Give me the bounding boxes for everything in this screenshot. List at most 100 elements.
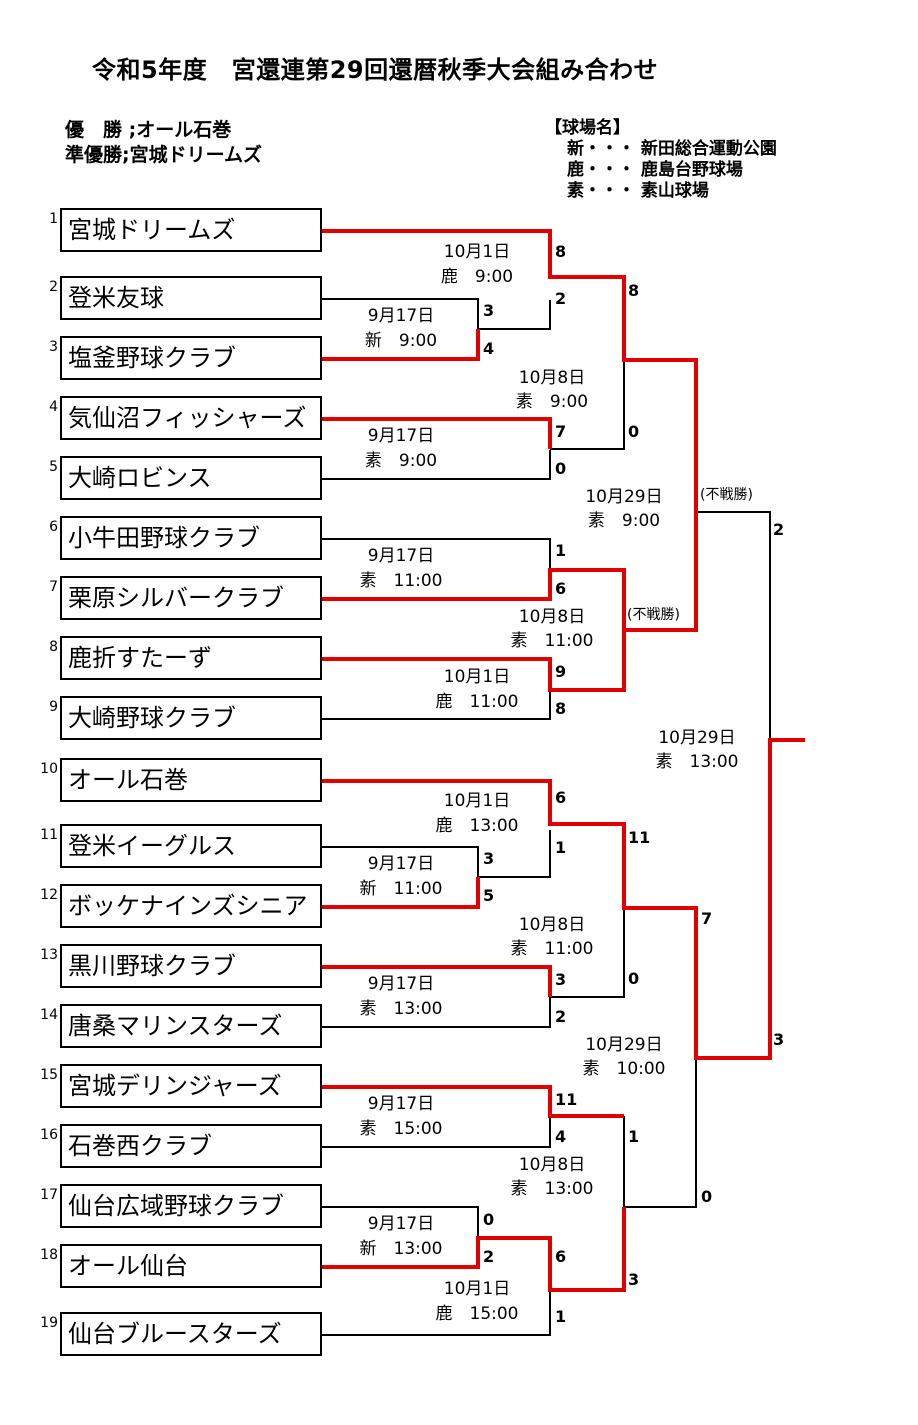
- score: 8: [555, 699, 566, 718]
- score: 3: [628, 1270, 639, 1289]
- runner-up-line: 準優勝;宮城ドリームズ: [65, 144, 263, 166]
- team-box: 塩釜野球クラブ: [60, 336, 322, 380]
- match-date: 9月17日: [368, 1214, 434, 1234]
- score: 2: [483, 1247, 494, 1266]
- venue-heading: 【球場名】: [545, 118, 630, 138]
- team-box: 栗原シルバークラブ: [60, 576, 322, 620]
- match-date: 10月1日: [444, 242, 510, 262]
- team-box: オール石巻: [60, 758, 322, 802]
- seed-number: 4: [49, 399, 58, 415]
- seed-number: 5: [49, 459, 58, 475]
- match-time: 素 13:00: [656, 752, 739, 772]
- match-time: 素 9:00: [516, 392, 588, 412]
- results-summary: 優 勝 ;オール石巻 準優勝;宮城ドリームズ: [65, 118, 262, 168]
- venue-legend: 【球場名】 新・・・ 新田総合運動公園 鹿・・・ 鹿島台野球場 素・・・ 素山球…: [545, 118, 777, 202]
- bracket-black-lines: [322, 298, 771, 1336]
- team-box: 石巻西クラブ: [60, 1124, 322, 1168]
- score: 0: [628, 422, 639, 441]
- seed-number: 9: [49, 699, 58, 715]
- match-time: 鹿 9:00: [441, 267, 513, 287]
- score: 1: [555, 541, 566, 560]
- match-date: 10月1日: [444, 1279, 510, 1299]
- score: 7: [555, 422, 566, 441]
- seed-number: 1: [49, 211, 58, 227]
- seed-number: 2: [49, 279, 58, 295]
- seed-number: 6: [49, 519, 58, 535]
- score: 0: [555, 459, 566, 478]
- bracket-red-lines: [322, 229, 805, 1292]
- score: 6: [555, 1247, 566, 1266]
- walkover-note: (不戦勝): [700, 487, 753, 503]
- team-box: 気仙沼フィッシャーズ: [60, 396, 322, 440]
- walkover-note: (不戦勝): [627, 607, 680, 623]
- match-date: 10月1日: [444, 791, 510, 811]
- team-box: 登米イーグルス: [60, 824, 322, 868]
- match-time: 鹿 11:00: [436, 692, 519, 712]
- seed-number: 19: [40, 1315, 58, 1331]
- score-labels: 3 4 8 2 7 0 1 6 9 8 8 0 6 1 3 5 3 2 11 0…: [483, 242, 784, 1326]
- match-date: 9月17日: [368, 546, 434, 566]
- score: 3: [555, 970, 566, 989]
- score: 6: [555, 788, 566, 807]
- match-date: 10月8日: [519, 368, 585, 388]
- match-date: 10月1日: [444, 667, 510, 687]
- team-box: 宮城ドリームズ: [60, 208, 322, 252]
- team-box: 宮城デリンジャーズ: [60, 1064, 322, 1108]
- score: 3: [483, 849, 494, 868]
- seed-number: 11: [40, 827, 58, 843]
- match-time: 素 11:00: [511, 939, 594, 959]
- seed-number: 3: [49, 339, 58, 355]
- score: 9: [555, 662, 566, 681]
- match-date: 9月17日: [368, 426, 434, 446]
- seed-number: 18: [40, 1247, 58, 1263]
- match-time: 素 13:00: [511, 1179, 594, 1199]
- team-box: 小牛田野球クラブ: [60, 516, 322, 560]
- seed-number: 8: [49, 639, 58, 655]
- match-date: 10月29日: [658, 728, 735, 748]
- score: 2: [555, 289, 566, 308]
- match-time: 素 13:00: [360, 999, 443, 1019]
- match-date: 10月8日: [519, 915, 585, 935]
- match-time: 素 10:00: [583, 1059, 666, 1079]
- score: 11: [628, 828, 650, 847]
- match-date: 9月17日: [368, 974, 434, 994]
- team-box: 登米友球: [60, 276, 322, 320]
- score: 1: [628, 1127, 639, 1146]
- score: 0: [483, 1210, 494, 1229]
- team-box: 黒川野球クラブ: [60, 944, 322, 988]
- score: 8: [628, 281, 639, 300]
- match-time: 素 15:00: [360, 1119, 443, 1139]
- score: 2: [773, 520, 784, 539]
- match-time: 新 11:00: [360, 879, 443, 899]
- team-box: 唐桑マリンスターズ: [60, 1004, 322, 1048]
- match-time: 素 9:00: [365, 451, 437, 471]
- venue-item-soyama: 素・・・ 素山球場: [567, 181, 709, 201]
- team-box: ボッケナインズシニア: [60, 884, 322, 928]
- seed-number: 17: [40, 1187, 58, 1203]
- score: 11: [555, 1090, 577, 1109]
- seed-number: 16: [40, 1127, 58, 1143]
- score: 5: [483, 886, 494, 905]
- seed-number: 14: [40, 1007, 58, 1023]
- score: 8: [555, 242, 566, 261]
- score: 6: [555, 579, 566, 598]
- match-time: 新 9:00: [365, 331, 437, 351]
- score: 4: [483, 339, 494, 358]
- match-time: 鹿 13:00: [436, 816, 519, 836]
- match-date: 10月29日: [585, 487, 662, 507]
- score: 0: [701, 1187, 712, 1206]
- seed-number: 15: [40, 1067, 58, 1083]
- score: 3: [483, 301, 494, 320]
- team-box: 大崎ロビンス: [60, 456, 322, 500]
- match-date: 10月29日: [585, 1035, 662, 1055]
- team-box: 仙台ブルースターズ: [60, 1312, 322, 1356]
- team-box: 鹿折すたーず: [60, 636, 322, 680]
- match-date: 9月17日: [368, 1094, 434, 1114]
- seed-number: 12: [40, 887, 58, 903]
- seed-number: 10: [40, 761, 58, 777]
- match-date-labels: 9月17日 新 9:00 9月17日 素 9:00 9月17日 素 11:00 …: [360, 242, 739, 1324]
- champion-line: 優 勝 ;オール石巻: [65, 119, 232, 141]
- match-date: 10月8日: [519, 1155, 585, 1175]
- score: 1: [555, 1307, 566, 1326]
